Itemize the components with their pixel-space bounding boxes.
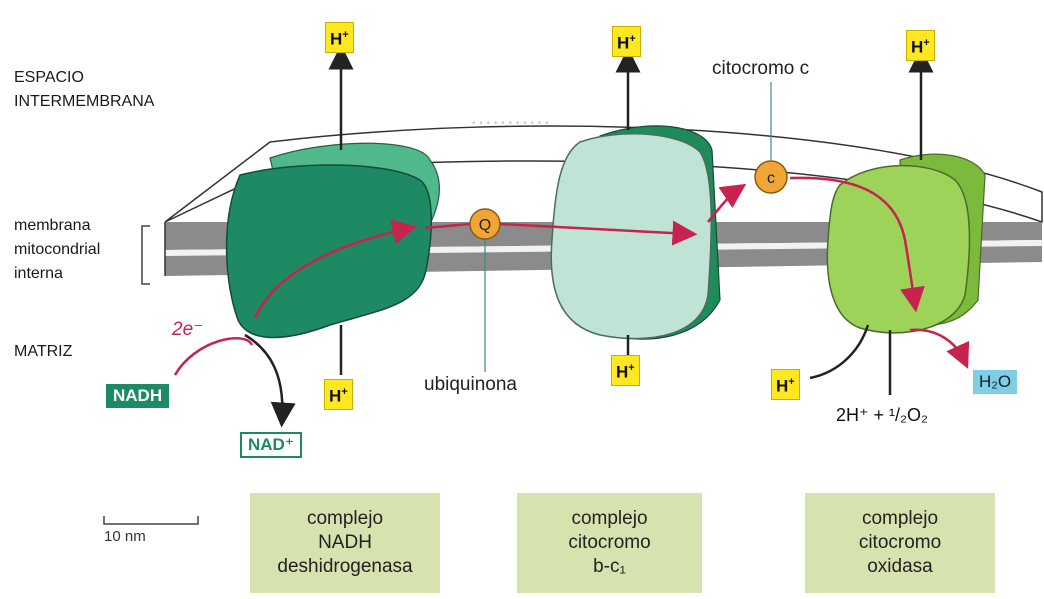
- proton-box-top-3: H+: [906, 30, 935, 61]
- scale-bar: [104, 516, 198, 524]
- caption-complex-3: complejo citocromo oxidasa: [805, 493, 995, 593]
- nad-plus-label: NAD⁺: [240, 432, 302, 458]
- ubiquinone-label: ubiquinona: [424, 374, 517, 396]
- proton-box-matrix-2: H+: [611, 355, 640, 386]
- water-label: H₂O: [973, 370, 1017, 394]
- electrons-label: 2e⁻: [172, 318, 203, 341]
- cytochrome-c-symbol: c: [767, 170, 775, 187]
- caption-complex-1: complejo NADH deshidrogenasa: [250, 493, 440, 593]
- intermembrane-space-label: ESPACIO INTERMEMBRANA: [14, 66, 154, 114]
- proton-line-matrix-3: [810, 325, 868, 378]
- scale-bar-label: 10 nm: [104, 528, 146, 545]
- proton-box-matrix-1: H+: [324, 379, 353, 410]
- inner-membrane-label: membrana mitocondrial interna: [14, 214, 100, 286]
- matrix-label: MATRIZ: [14, 340, 72, 364]
- oxygen-equation: 2H⁺ + ¹/₂O₂: [836, 405, 928, 426]
- ubiquinone-symbol: Q: [479, 217, 491, 234]
- electron-path-nadh: [175, 338, 252, 375]
- complex3-body: [827, 166, 969, 333]
- proton-box-matrix-3: H+: [771, 369, 800, 400]
- electron-path-to-water: [910, 330, 965, 362]
- proton-box-top-2: H+: [612, 26, 641, 57]
- nadh-conversion-arrow: [245, 335, 282, 420]
- proton-box-top-1: H+: [325, 22, 354, 53]
- complex-cytochrome-bc1: [551, 126, 720, 339]
- complex-nadh-dehydrogenase: [227, 143, 440, 337]
- cytochrome-c-label: citocromo c: [712, 58, 809, 80]
- membrane-bracket: [142, 226, 150, 284]
- complex2-body: [551, 134, 711, 339]
- caption-complex-2: complejo citocromo b-c₁: [517, 493, 702, 593]
- nadh-label: NADH: [106, 384, 169, 408]
